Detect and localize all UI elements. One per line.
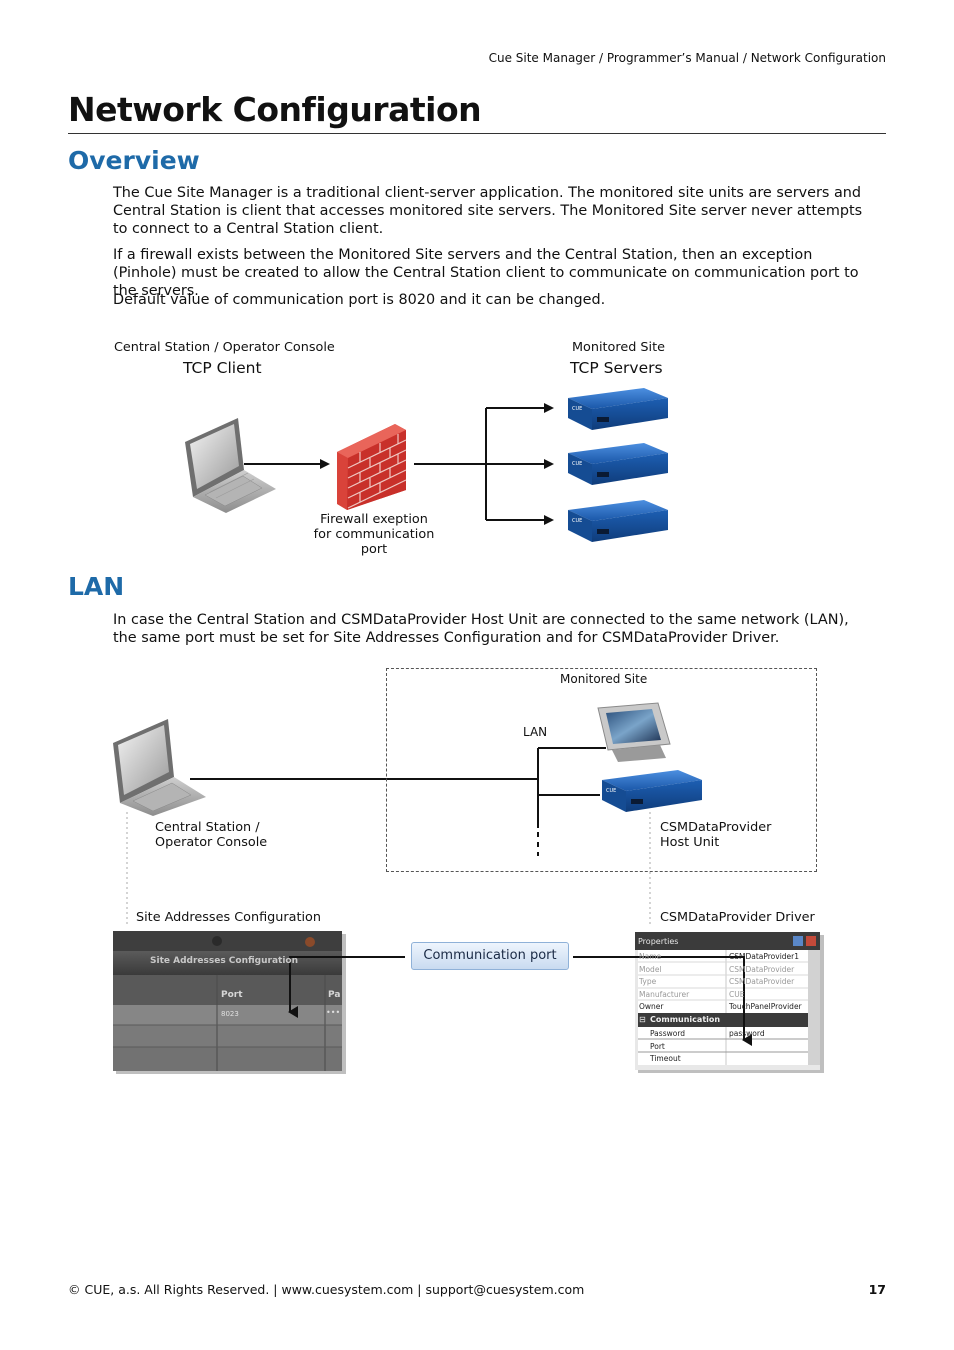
props-key: Password <box>650 1029 686 1038</box>
props-value: CSMDataProvider <box>729 964 795 974</box>
props-section-communication: Communication <box>650 1015 721 1024</box>
laptop-icon <box>185 418 276 513</box>
host-unit-label-line2: Host Unit <box>660 835 720 850</box>
props-section-keys: Password Port Timeout <box>650 1028 685 1066</box>
breadcrumb: Cue Site Manager / Programmer’s Manual /… <box>488 51 886 65</box>
central-station-label-line1: Central Station / <box>155 820 260 835</box>
site-panel-col-port: Port <box>221 990 243 1000</box>
server-branch-lines <box>414 408 487 520</box>
overview-paragraph-2: If a firewall exists between the Monitor… <box>113 247 859 299</box>
site-addresses-panel <box>113 931 346 1074</box>
server-unit-icon: CUE <box>568 388 668 430</box>
overview-paragraph-1: The Cue Site Manager is a traditional cl… <box>113 185 863 237</box>
props-key: Name <box>639 952 662 961</box>
comm-port-connectors <box>289 956 745 1035</box>
communication-port-label: Communication port <box>411 942 569 970</box>
host-unit-label-line1: CSMDataProvider <box>660 820 772 835</box>
server-unit-icon: CUE <box>568 443 668 485</box>
svg-text:CUE: CUE <box>572 461 582 467</box>
props-key: Timeout <box>650 1054 681 1064</box>
firewall-caption-line1: Firewall exeption <box>320 512 428 527</box>
tcp-client-label: TCP Client <box>183 359 262 377</box>
server-caption: Monitored Site <box>572 340 665 355</box>
client-caption: Central Station / Operator Console <box>114 340 335 355</box>
monitored-site-boundary <box>386 668 817 872</box>
lan-heading: LAN <box>68 572 125 601</box>
props-value: CUE <box>729 989 745 999</box>
props-key: Port <box>650 1041 665 1051</box>
svg-text:CUE: CUE <box>572 406 582 412</box>
driver-caption: CSMDataProvider Driver <box>660 910 815 925</box>
lan-paragraph: In case the Central Station and CSMDataP… <box>113 612 849 646</box>
site-panel-port-value: 8023 <box>221 1010 239 1018</box>
central-station-label: Central Station / Operator Console <box>155 820 267 850</box>
firewall-caption-line2: for communication port <box>313 527 435 557</box>
server-unit-icon: CUE <box>568 500 668 542</box>
site-panel-ellipsis: ••• <box>326 1008 341 1017</box>
props-key: Owner <box>639 1002 664 1012</box>
svg-text:CUE: CUE <box>572 518 582 524</box>
title-divider <box>68 133 886 134</box>
central-station-label-line2: Operator Console <box>155 835 268 850</box>
page-title: Network Configuration <box>68 90 482 129</box>
tcp-servers-label: TCP Servers <box>570 359 663 377</box>
props-key: Type <box>639 977 657 987</box>
properties-panel <box>635 932 824 1073</box>
lan-label: LAN <box>523 725 548 739</box>
svg-text:CUE: CUE <box>606 788 616 794</box>
props-value: CSMDataProvider <box>729 977 795 987</box>
props-value: TouchPanelProvider <box>729 1002 802 1012</box>
site-panel-title: Site Addresses Configuration <box>150 956 299 966</box>
overview-paragraph-3: Default value of communication port is 8… <box>113 292 606 308</box>
props-title: Properties <box>638 937 679 946</box>
overview-heading: Overview <box>68 146 200 175</box>
collapse-icon: ⊟ <box>639 1015 646 1024</box>
laptop-icon <box>113 719 206 816</box>
page-number: 17 <box>868 1282 886 1297</box>
site-panel-col-pa: Pa <box>328 990 341 1000</box>
firewall-caption: Firewall exeption for communication port <box>300 512 448 557</box>
props-keys: Name Model Type Manufacturer Owner <box>639 951 689 1014</box>
host-unit-icon: CUE <box>602 770 702 812</box>
props-section-values: password <box>729 1028 765 1041</box>
props-key: Model <box>639 964 662 974</box>
props-key: Manufacturer <box>639 989 690 999</box>
props-values: CSMDataProvider1 CSMDataProvider CSMData… <box>729 951 802 1014</box>
firewall-icon <box>337 424 407 510</box>
props-value: password <box>729 1029 765 1038</box>
touch-panel-icon <box>597 702 671 762</box>
footer-copyright: © CUE, a.s. All Rights Reserved. | www.c… <box>68 1282 585 1297</box>
props-value: CSMDataProvider1 <box>729 952 800 961</box>
site-addresses-caption: Site Addresses Configuration <box>136 910 321 925</box>
host-unit-label: CSMDataProvider Host Unit <box>660 820 771 850</box>
monitored-site-label: Monitored Site <box>560 672 648 686</box>
